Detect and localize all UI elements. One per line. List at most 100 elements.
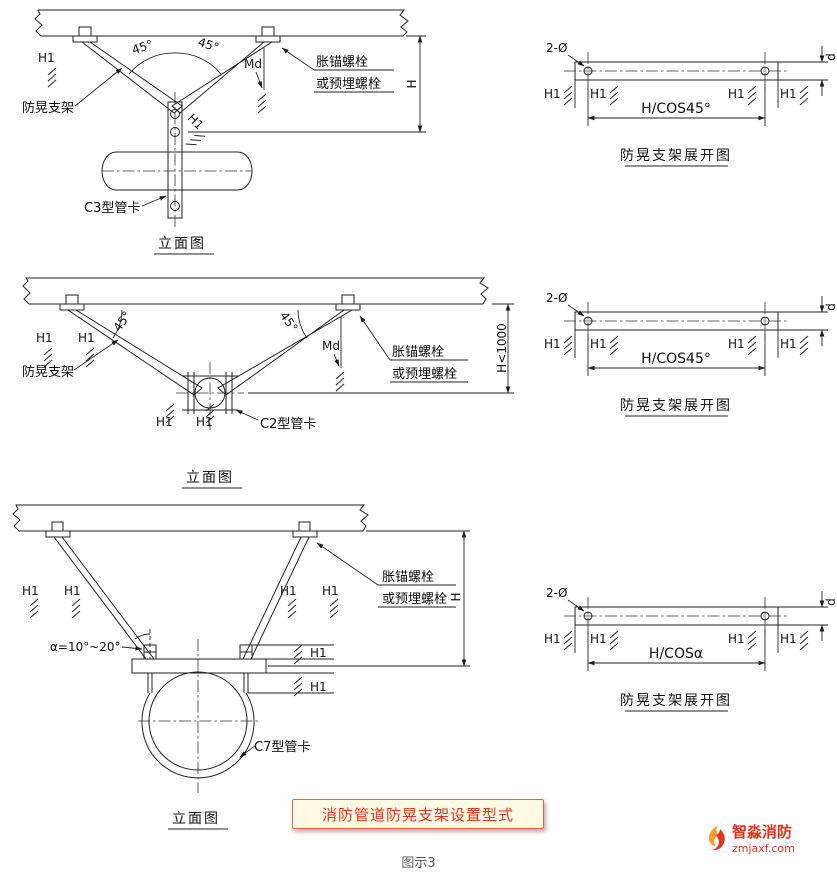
unfolded-view-2: 2-Ø d H1 H1 H1 H1 H/COS45° 防晃支架展开图	[544, 291, 837, 417]
dim-d	[778, 591, 828, 641]
ceiling-slab	[22, 277, 489, 305]
dim-d-text: d	[824, 53, 837, 61]
dim-h1: H1	[590, 87, 607, 101]
title-banner-text: 消防管道防晃支架设置型式	[321, 805, 514, 824]
angle-45-label-left: 45°	[130, 37, 155, 57]
flame-logo-icon	[708, 825, 725, 851]
dim-ticks	[335, 371, 345, 392]
label-2dia: 2-Ø	[546, 41, 567, 55]
angle-45-label-right: 45°	[196, 35, 221, 55]
dim-h1: H1	[64, 584, 81, 598]
bottom-plate	[131, 658, 267, 674]
angle-arc-left	[128, 52, 176, 75]
clamp-label-c7: C7型管卡	[239, 740, 310, 758]
dim-d	[778, 46, 828, 96]
angle-45-label-left: 45°	[110, 309, 134, 334]
caption-unfolded-2: 防晃支架展开图	[620, 398, 732, 414]
watermark-site: zmjaxf.com	[732, 841, 795, 855]
dim-h1-apex: H1	[185, 111, 207, 133]
bracket-label-text: 防晃支架	[22, 364, 74, 380]
dim-h-limit-text: H<1000	[495, 323, 509, 373]
dim-ticks	[71, 598, 81, 619]
label-2dia: 2-Ø	[546, 291, 567, 305]
dim-d	[778, 296, 828, 346]
dim-h1: H1	[196, 415, 213, 429]
dim-h1: H1	[22, 584, 39, 598]
elevation-view-1: 45° 45° H1 Md 胀锚螺栓 或预埋螺栓 防晃支架 H1 C3型管卡	[22, 9, 426, 255]
unfolded-view-3: 2-Ø d H1 H1 H1 H1 H/COSα 防晃支架展开图	[544, 586, 837, 712]
dim-h1: H1	[780, 337, 797, 351]
brace-member-right	[217, 309, 354, 396]
caption-elevation-3: 立面图	[172, 811, 220, 827]
leader-2dia	[567, 304, 585, 317]
anchor-bolt-right	[335, 294, 361, 311]
bracket-label: 防晃支架	[22, 67, 123, 116]
dim-h1-left: H1	[38, 51, 55, 65]
leader-2dia	[567, 54, 585, 67]
dim-ticks	[563, 630, 573, 651]
dim-ticks	[799, 335, 809, 356]
dim-ticks	[287, 598, 297, 619]
watermark-brand: 智淼消防	[732, 823, 793, 841]
dim-ticks	[563, 85, 573, 106]
elevation-view-2: 45° 45° H1 H1 防晃支架 Md 胀锚螺栓 或预埋螺栓 H<1000 …	[22, 277, 514, 489]
watermark-text: 智淼消防 zmjaxf.com	[732, 823, 795, 856]
dim-ticks	[29, 598, 39, 619]
anchor-label: 胀锚螺栓 或预埋螺栓	[281, 47, 394, 93]
label-2dia: 2-Ø	[546, 586, 567, 600]
clamp-label-c2: C2型管卡	[235, 409, 316, 432]
dim-h1: H1	[36, 331, 53, 345]
dim-d-text: d	[824, 598, 837, 606]
caption-unfolded-1: 防晃支架展开图	[620, 148, 732, 164]
caption-elevation-1: 立面图	[158, 236, 206, 252]
unfolded-view-1: 2-Ø d H1 H1 H1 H1 H/COS45° 防晃支架展开图	[544, 41, 837, 167]
angle-45-label-right: 45°	[277, 309, 301, 334]
watermark: 智淼消防 zmjaxf.com	[704, 823, 795, 856]
dim-ticks	[185, 130, 206, 151]
dim-h-limit	[248, 303, 514, 394]
bracket-label: 防晃支架	[22, 339, 119, 380]
leader-2dia	[567, 599, 585, 612]
dim-ticks	[799, 630, 809, 651]
md-leader	[333, 353, 340, 367]
anchor-label-line2: 或预埋螺栓	[382, 592, 447, 607]
dim-hcos-text: H/COSα	[649, 646, 703, 662]
clamp-label-c7-text: C7型管卡	[254, 740, 310, 755]
dim-hcos-text: H/COS45°	[641, 351, 711, 367]
anchor-bolt-left	[59, 294, 85, 311]
dim-ticks	[799, 85, 809, 106]
dim-h1: H1	[280, 584, 297, 598]
dim-hcos-text: H/COS45°	[641, 101, 711, 117]
brace-member-left	[66, 309, 203, 396]
ceiling-slab	[34, 9, 409, 37]
dim-h1: H1	[590, 337, 607, 351]
anchor-label-line1: 胀锚螺栓	[392, 345, 444, 360]
dim-h1: H1	[590, 632, 607, 646]
caption-elevation-2: 立面图	[186, 470, 234, 486]
dim-h1: H1	[310, 680, 327, 694]
elevation-view-3: α=10°~20° H1 H1 H1 H1 胀锚螺栓 或预埋螺栓 H	[12, 504, 470, 830]
dim-ticks	[747, 630, 757, 651]
anchor-bolt-left	[45, 521, 71, 538]
dim-h1: H1	[544, 337, 561, 351]
dim-ticks	[609, 85, 619, 106]
brace-member-left	[80, 41, 183, 114]
dim-ticks	[747, 85, 757, 106]
clamp-label-c2-text: C2型管卡	[260, 417, 316, 432]
dim-h1: H1	[322, 584, 339, 598]
dim-ticks	[609, 630, 619, 651]
anchor-label-line1: 胀锚螺栓	[382, 570, 434, 585]
dim-h1: H1	[310, 646, 327, 660]
angle-arc-right	[297, 309, 308, 339]
title-banner: 消防管道防晃支架设置型式	[292, 799, 544, 829]
dim-h-text: H	[449, 592, 463, 601]
angle-arc-left	[112, 309, 123, 339]
anchor-bolt-left	[72, 26, 98, 43]
angle-arc-right	[174, 52, 222, 75]
dim-h-text: H	[405, 79, 419, 88]
dim-h1: H1	[544, 87, 561, 101]
label-md: Md	[244, 57, 262, 71]
ceiling-slab	[12, 504, 369, 532]
alpha-label-text: α=10°~20°	[50, 640, 121, 654]
